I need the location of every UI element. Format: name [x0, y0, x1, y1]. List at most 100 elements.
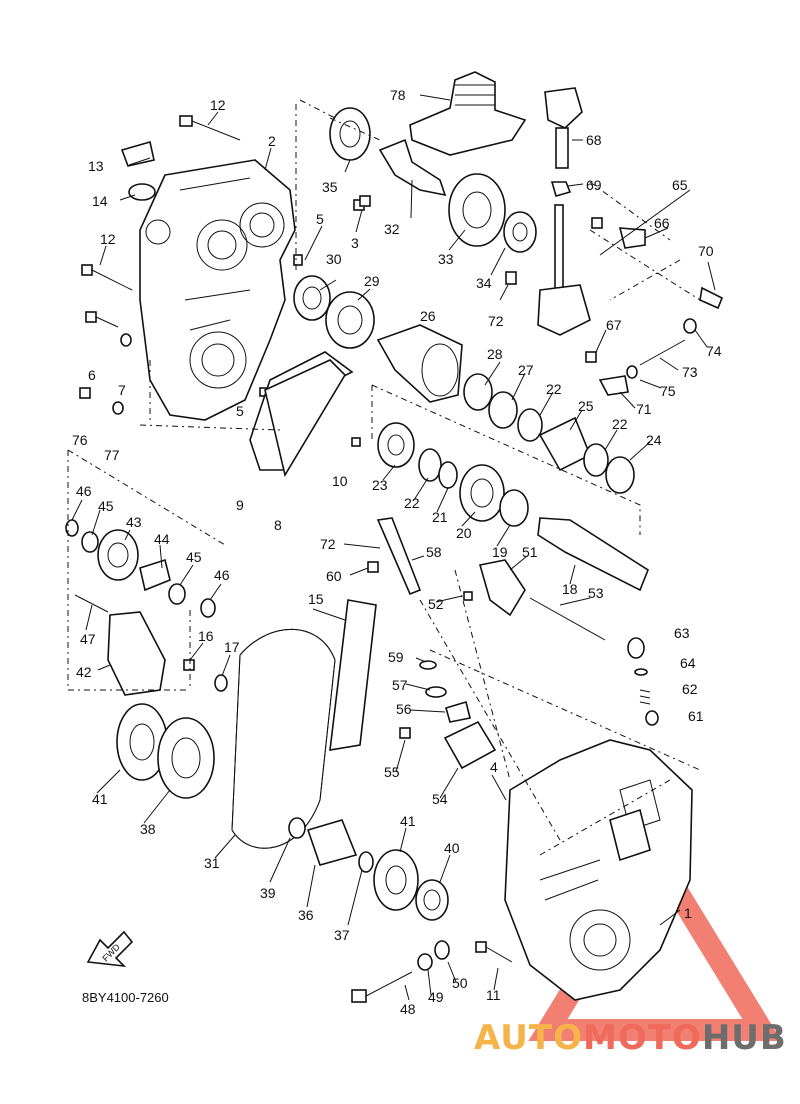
label-78: 78 [390, 87, 406, 103]
label-23: 23 [372, 477, 388, 493]
label-16: 16 [198, 628, 214, 644]
lower-left-parts [65, 519, 228, 799]
label-74: 74 [706, 343, 722, 359]
label-59: 59 [388, 649, 404, 665]
left-crankcase-cover [139, 159, 296, 421]
label-67: 67 [606, 317, 622, 333]
drive-shaft-assembly [378, 138, 537, 285]
label-51: 51 [522, 544, 538, 560]
label-22c: 22 [404, 495, 420, 511]
shift-rods [585, 286, 724, 396]
label-9: 9 [236, 497, 244, 513]
part-labels: 12 2 13 14 12 6 7 76 77 5 3 5 35 30 29 7… [72, 87, 722, 1017]
label-68: 68 [586, 132, 602, 148]
label-22a: 22 [546, 381, 562, 397]
label-29: 29 [364, 273, 380, 289]
label-72b: 72 [320, 536, 336, 552]
label-12b: 12 [100, 231, 116, 247]
label-19: 19 [492, 544, 508, 560]
label-60: 60 [326, 568, 342, 584]
lower-center-parts [288, 817, 449, 921]
label-33: 33 [438, 251, 454, 267]
label-15: 15 [308, 591, 324, 607]
shift-fork-assembly [367, 517, 606, 641]
label-4: 4 [490, 759, 498, 775]
watermark-logo: AUTOMOTOHUB [474, 1018, 787, 1058]
label-58: 58 [426, 544, 442, 560]
bearings-top [293, 107, 375, 349]
label-76: 76 [72, 432, 88, 448]
label-38: 38 [140, 821, 156, 837]
label-46b: 46 [214, 567, 230, 583]
label-34: 34 [476, 275, 492, 291]
label-64: 64 [680, 655, 696, 671]
output-shaft [537, 517, 649, 592]
label-5b: 5 [236, 403, 244, 419]
label-37: 37 [334, 927, 350, 943]
label-53: 53 [588, 585, 604, 601]
leader-lines [71, 94, 716, 1001]
label-69: 69 [586, 177, 602, 193]
label-36: 36 [298, 907, 314, 923]
label-14: 14 [92, 193, 108, 209]
label-50: 50 [452, 975, 468, 991]
label-66: 66 [654, 215, 670, 231]
label-43: 43 [126, 514, 142, 530]
label-5a: 5 [316, 211, 324, 227]
label-42: 42 [76, 664, 92, 680]
label-11: 11 [486, 987, 501, 1003]
label-63: 63 [674, 625, 690, 641]
label-61: 61 [688, 708, 704, 724]
label-6: 6 [88, 367, 96, 383]
label-46a: 46 [76, 483, 92, 499]
label-75: 75 [660, 383, 676, 399]
shift-lever-assembly [409, 71, 646, 336]
label-8: 8 [274, 517, 282, 533]
label-65: 65 [672, 177, 688, 193]
label-57: 57 [392, 677, 408, 693]
label-44: 44 [154, 531, 170, 547]
label-17: 17 [224, 639, 240, 655]
label-45a: 45 [98, 498, 114, 514]
label-77: 77 [104, 447, 120, 463]
label-72a: 72 [488, 313, 504, 329]
label-31: 31 [204, 855, 220, 871]
bolts-bottom [351, 940, 513, 1003]
label-18: 18 [562, 581, 578, 597]
fwd-arrow-icon: FWD [86, 930, 134, 968]
label-41b: 41 [400, 813, 416, 829]
label-45b: 45 [186, 549, 202, 565]
bolts-left [79, 115, 365, 415]
label-7: 7 [118, 382, 126, 398]
label-52: 52 [428, 596, 444, 612]
label-70: 70 [698, 243, 714, 259]
label-25: 25 [578, 398, 594, 414]
label-2: 2 [268, 133, 276, 149]
label-55: 55 [384, 764, 400, 780]
label-1: 1 [684, 905, 692, 921]
label-39: 39 [260, 885, 276, 901]
watermark-part-1: AUTO [474, 1018, 583, 1058]
label-73: 73 [682, 364, 698, 380]
label-35: 35 [322, 179, 338, 195]
label-20: 20 [456, 525, 472, 541]
secondary-gears [351, 422, 529, 527]
construction-lines [67, 99, 701, 856]
right-small-parts [627, 637, 659, 726]
label-3: 3 [351, 235, 359, 251]
label-49: 49 [428, 989, 444, 1005]
label-47: 47 [80, 631, 96, 647]
label-12: 12 [210, 97, 226, 113]
label-10: 10 [332, 473, 348, 489]
label-22b: 22 [612, 416, 628, 432]
label-27: 27 [518, 362, 534, 378]
label-56: 56 [396, 701, 412, 717]
label-41a: 41 [92, 791, 108, 807]
diagram-code: 8BY4100-7260 [82, 990, 169, 1005]
detent-parts [399, 660, 497, 770]
label-24: 24 [646, 432, 662, 448]
label-62: 62 [682, 681, 698, 697]
label-71: 71 [636, 401, 652, 417]
label-13: 13 [88, 158, 104, 174]
